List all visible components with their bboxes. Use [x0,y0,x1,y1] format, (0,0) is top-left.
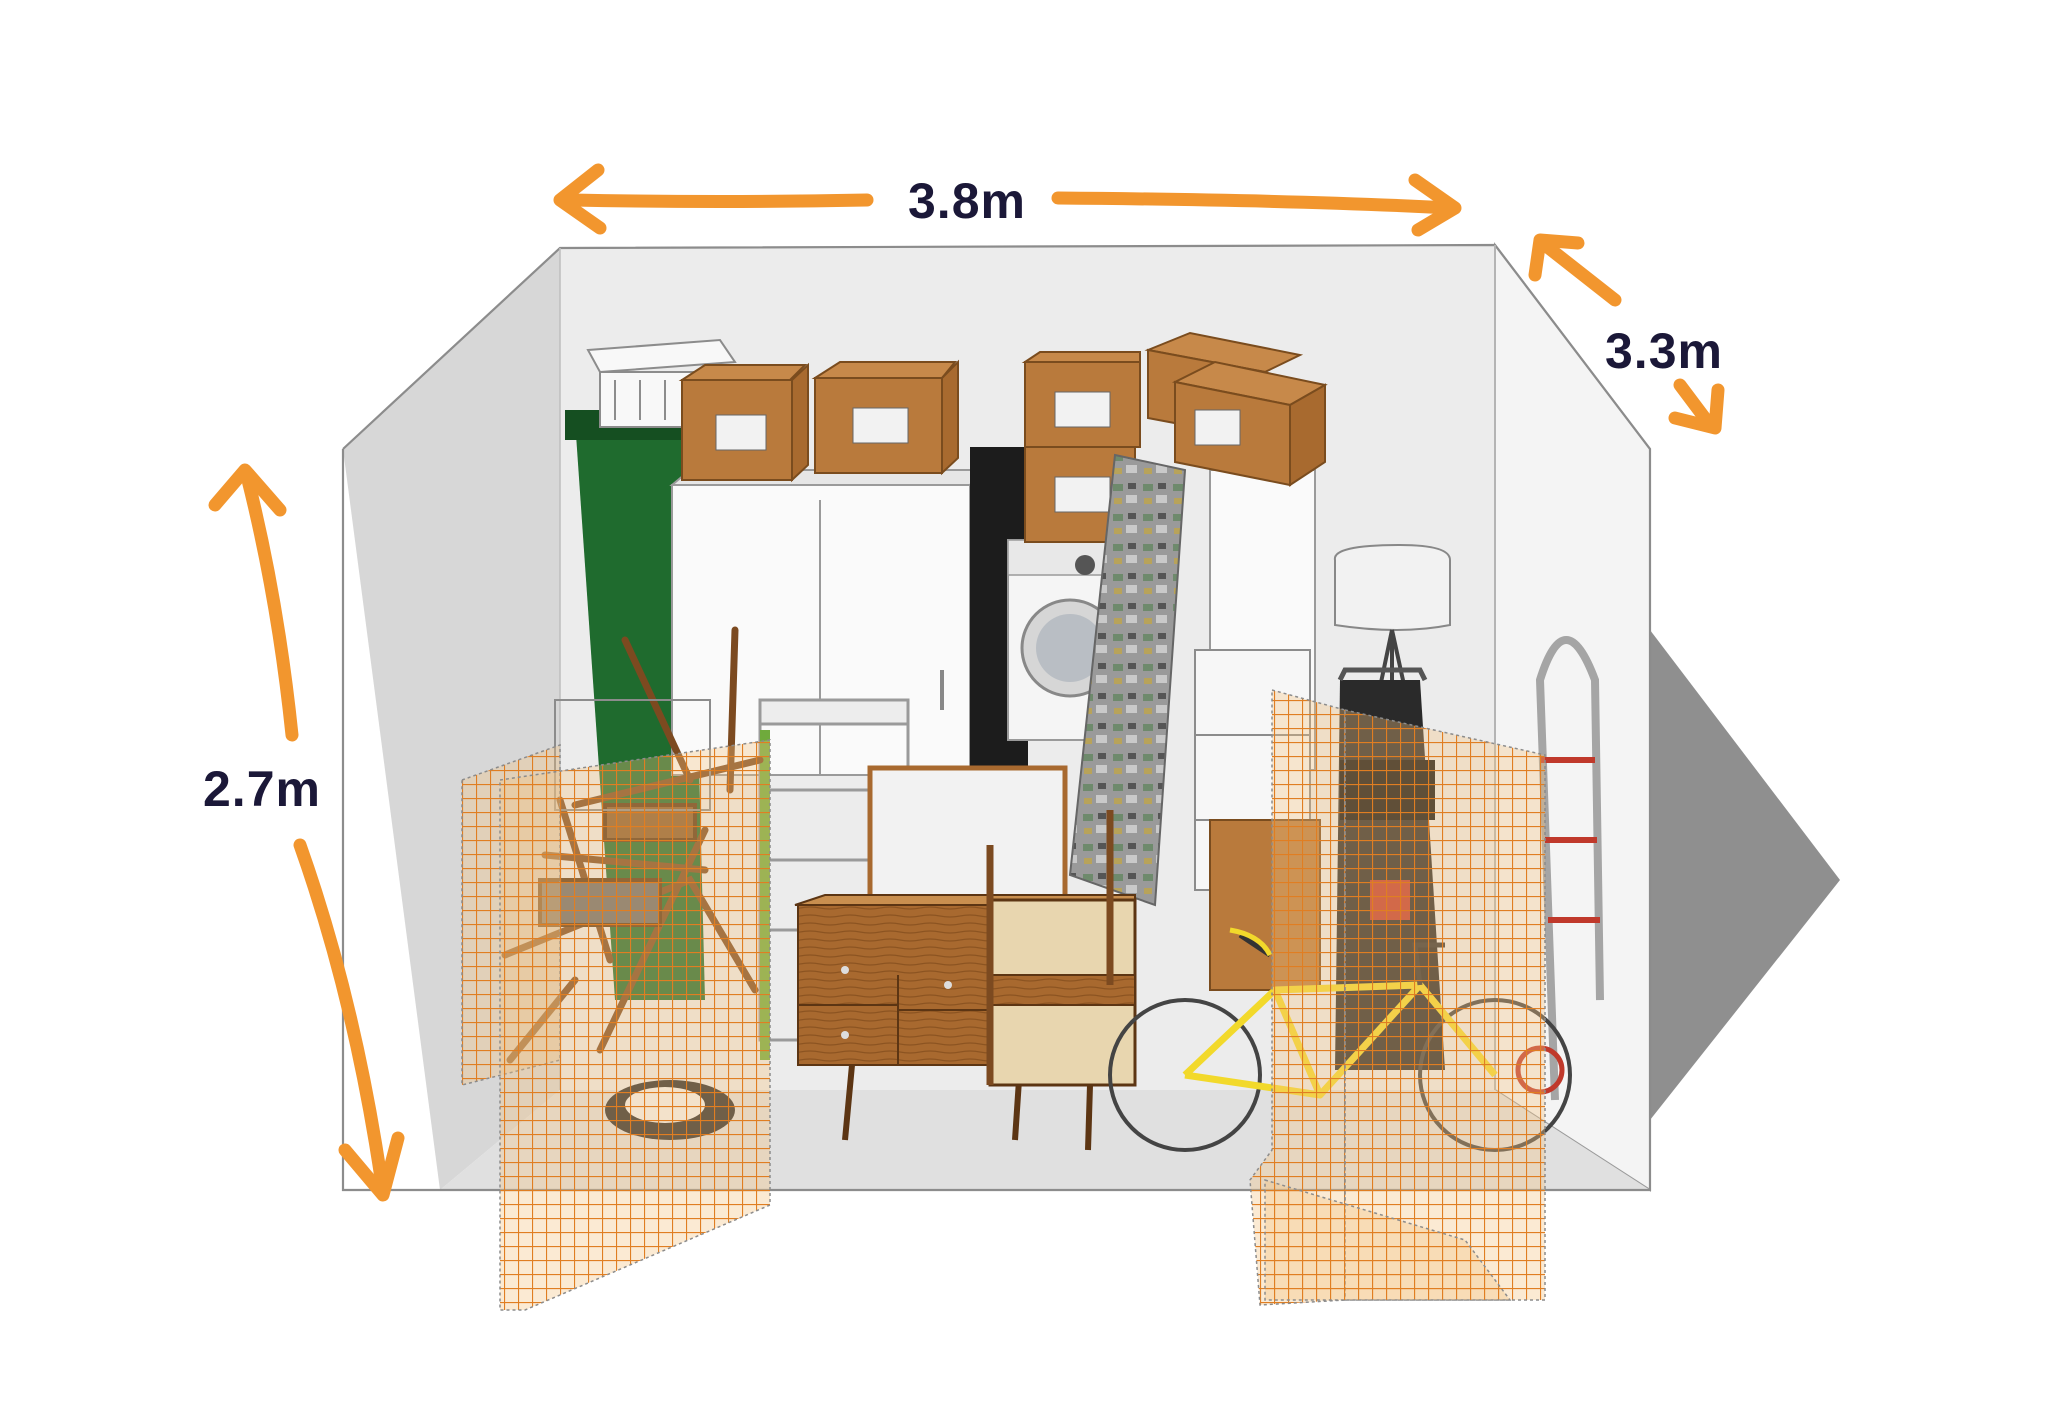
box-3 [1021,351,1141,448]
cardboard-box-icon [678,331,1328,543]
mesh-door-icon [461,689,1546,1311]
width-arrow [553,163,1462,237]
picture-frame [867,765,1068,901]
box-6 [1171,360,1328,487]
height-arrow [208,463,405,1202]
depth-label: 3.3m [1605,323,1723,379]
right-mesh-door-right [1344,709,1546,1301]
bedside-table [986,810,1137,1151]
right-mesh-door-left [1249,689,1346,1306]
right-mesh-door-lower [1264,1178,1512,1301]
floor-shadow [1600,630,1840,1120]
box-1 [678,362,809,483]
hand-truck [1515,636,1604,1101]
depth-arrow [1528,233,1725,435]
wardrobe [669,469,982,776]
rolled-rug [1068,453,1187,907]
box-2 [811,359,959,476]
left-mesh-door-lower [499,739,771,1311]
width-label: 3.8m [908,173,1026,229]
height-label: 2.7m [203,761,321,817]
